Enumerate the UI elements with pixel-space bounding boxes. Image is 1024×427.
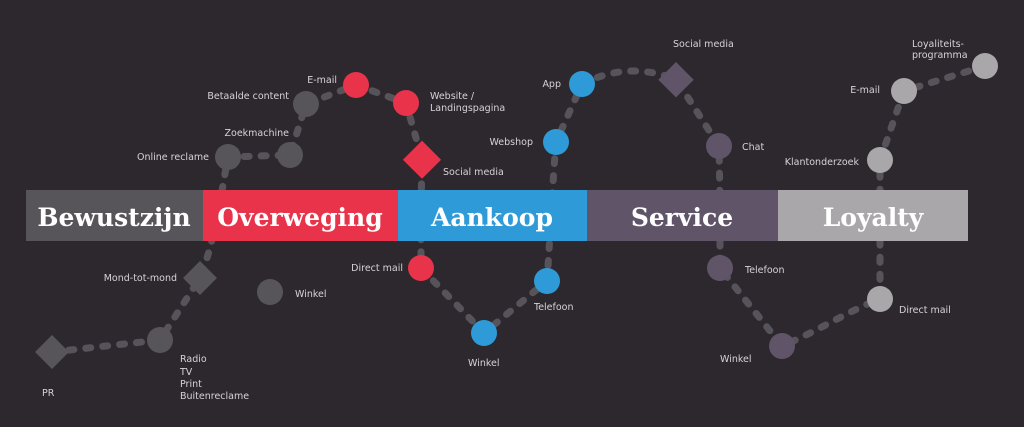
phase-bewustzijn <box>26 190 203 241</box>
label: Social media <box>673 39 734 50</box>
node-winkel <box>769 333 795 359</box>
overweging-nodes <box>343 72 442 281</box>
label: Radio <box>180 354 207 365</box>
label: Winkel <box>295 289 327 300</box>
node-telefoon <box>707 255 733 281</box>
node-social-media-diamond <box>402 140 442 179</box>
node-pr-diamond <box>35 335 69 369</box>
label: E-mail <box>307 75 337 86</box>
loyalty-nodes <box>867 53 998 312</box>
node-webshop <box>543 129 569 155</box>
aankoop-nodes <box>471 71 595 346</box>
phase-label: Service <box>631 203 733 232</box>
label: PR <box>42 388 55 399</box>
label: Direct mail <box>899 305 951 316</box>
label: E-mail <box>850 85 880 96</box>
phase-service <box>587 190 778 241</box>
node-online-reclame <box>215 144 241 170</box>
label: Chat <box>742 142 764 153</box>
node-direct-mail <box>408 255 434 281</box>
node-klantonderzoek <box>867 147 893 173</box>
node-loyaliteitsprogramma <box>972 53 998 79</box>
label: Mond-tot-mond <box>104 273 177 284</box>
label: Winkel <box>468 358 500 369</box>
node-winkel <box>471 320 497 346</box>
node-direct-mail <box>867 286 893 312</box>
phase-label: Aankoop <box>430 203 553 232</box>
node-betaalde-content <box>293 91 319 117</box>
label: Website / <box>430 91 475 102</box>
node-app <box>569 71 595 97</box>
node-email <box>343 72 369 98</box>
label: Webshop <box>489 137 533 148</box>
label: programma <box>912 50 968 61</box>
label: Telefoon <box>533 302 574 313</box>
phase-label: Loyalty <box>823 203 925 232</box>
label: Landingspagina <box>430 103 505 114</box>
phase-bar: Bewustzijn Overweging Aankoop Service Lo… <box>26 190 968 241</box>
node-mond-tot-mond-diamond <box>183 261 217 295</box>
service-nodes <box>658 62 795 359</box>
label: Direct mail <box>351 263 403 274</box>
label: App <box>542 79 561 90</box>
label: Loyaliteits- <box>912 39 964 50</box>
label: Print <box>180 379 202 390</box>
label: Zoekmachine <box>225 128 290 139</box>
label: Klantonderzoek <box>785 157 860 168</box>
label: Betaalde content <box>207 91 289 102</box>
node-zoekmachine <box>277 142 303 168</box>
node-social-media-diamond <box>658 62 694 98</box>
node-winkel <box>257 279 283 305</box>
phase-loyalty <box>778 190 968 241</box>
node-email <box>891 78 917 104</box>
phase-overweging <box>203 190 398 241</box>
node-telefoon <box>534 268 560 294</box>
label: TV <box>179 367 193 378</box>
phase-aankoop <box>398 190 587 241</box>
phase-label: Overweging <box>217 203 382 232</box>
label: Winkel <box>720 354 752 365</box>
phase-label: Bewustzijn <box>37 203 190 232</box>
node-chat <box>706 133 732 159</box>
label: Online reclame <box>137 152 209 163</box>
node-website <box>393 90 419 116</box>
label: Social media <box>443 167 504 178</box>
label: Buitenreclame <box>180 391 249 402</box>
node-radio-tv-print <box>147 327 173 353</box>
label: Telefoon <box>744 265 785 276</box>
